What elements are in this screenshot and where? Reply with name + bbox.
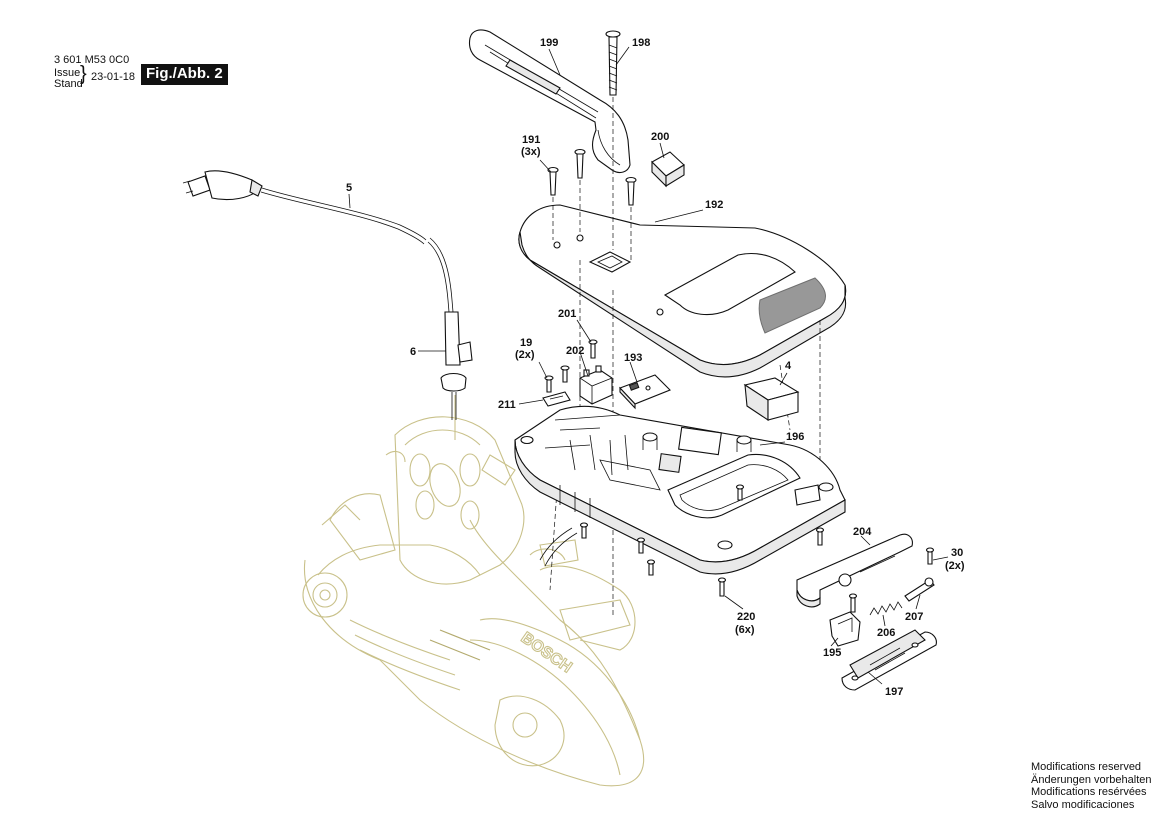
issue-label: Issue	[54, 67, 81, 79]
label-220-qty: (6x)	[735, 624, 755, 636]
leader-lines	[348, 46, 949, 685]
label-202: 202	[566, 345, 584, 357]
screws-19	[544, 365, 570, 393]
stand-label: Stand	[54, 78, 83, 90]
label-199: 199	[540, 37, 558, 49]
label-191-qty: (3x)	[521, 146, 541, 158]
power-cord	[182, 170, 473, 420]
plate-197	[841, 629, 937, 691]
label-30: 30	[951, 547, 963, 559]
saw-body-ghost	[302, 395, 645, 787]
label-6: 6	[410, 346, 416, 358]
screws-220	[579, 484, 825, 597]
footer-line-fr: Modifications resérvées	[1031, 786, 1147, 798]
label-19: 19	[520, 337, 532, 349]
wire-leads	[539, 527, 578, 567]
footer-line-en: Modifications reserved	[1031, 761, 1142, 773]
label-201: 201	[558, 308, 576, 320]
part-195	[829, 611, 861, 647]
spring-206	[869, 601, 903, 616]
screws-191	[547, 148, 637, 206]
issue-date: 23-01-18	[91, 71, 136, 83]
brace: }	[80, 63, 87, 85]
screw-201	[588, 339, 598, 359]
label-197: 197	[885, 686, 903, 698]
label-200: 200	[651, 131, 669, 143]
circuit-board-193	[619, 374, 671, 410]
label-195: 195	[823, 647, 841, 659]
switch-200	[651, 151, 685, 188]
figure-badge: Fig./Abb. 2	[141, 64, 228, 85]
label-207: 207	[905, 611, 923, 623]
label-30-qty: (2x)	[945, 560, 965, 572]
part-4	[743, 377, 800, 422]
label-206: 206	[877, 627, 895, 639]
label-211: 211	[498, 399, 516, 411]
lever-204	[796, 533, 913, 608]
top-cover-192	[518, 204, 847, 378]
footer-line-es: Salvo modificaciones	[1031, 798, 1135, 811]
label-192: 192	[705, 199, 723, 211]
label-204: 204	[853, 526, 872, 538]
label-5: 5	[346, 182, 352, 194]
part-211	[542, 391, 571, 407]
screw-198	[605, 30, 621, 96]
handle-199	[468, 29, 631, 174]
screws-30	[848, 547, 935, 613]
terminal-202	[579, 365, 613, 405]
label-198: 198	[632, 37, 650, 49]
part-number: 3 601 M53 0C0	[54, 54, 130, 66]
label-19-qty: (2x)	[515, 349, 535, 361]
label-191: 191	[522, 134, 540, 146]
pin-207	[904, 577, 935, 602]
base-housing-196	[514, 405, 846, 575]
footer-notice: Modifications reserved Änderungen vorbeh…	[1031, 761, 1151, 811]
label-196: 196	[786, 431, 804, 443]
label-193: 193	[624, 352, 642, 364]
label-220: 220	[737, 611, 755, 623]
footer-line-de: Änderungen vorbehalten	[1031, 773, 1152, 786]
label-4: 4	[785, 360, 792, 372]
